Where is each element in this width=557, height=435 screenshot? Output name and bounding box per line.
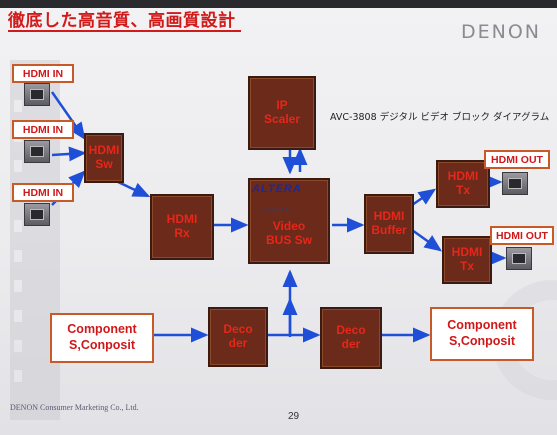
slide-title: 徹底した高音質、高画質設計: [8, 11, 236, 31]
hdmi-tx-chip-2: HDMI Tx: [442, 236, 492, 284]
ip-scaler-chip: IP Scaler: [248, 76, 316, 150]
video-bus-sw-chip: Video BUS Sw: [248, 178, 330, 264]
decoder-chip-2: Deco der: [320, 307, 382, 369]
hdmi-out-label-1: HDMI OUT: [484, 150, 550, 169]
hdmi-in-label-3: HDMI IN: [12, 183, 74, 202]
hdmi-tx-chip-1: HDMI Tx: [436, 160, 490, 208]
hdmi-rx-chip: HDMI Rx: [150, 194, 214, 260]
hdmi-in-port-1: [24, 83, 50, 106]
top-strip: [0, 0, 557, 8]
hdmi-in-label-2: HDMI IN: [12, 120, 74, 139]
diagram-subtitle: AVC-3808 デジタル ビデオ ブロック ダイアグラム: [330, 112, 550, 123]
hdmi-in-port-3: [24, 203, 50, 226]
title-underline: [8, 30, 241, 32]
hdmi-sw-chip: HDMI Sw: [84, 133, 124, 183]
decoder-chip-1: Deco der: [208, 307, 268, 367]
hdmi-out-port-2: [506, 247, 532, 270]
altera-marking: ALTERA: [252, 183, 302, 195]
hdmi-in-port-2: [24, 140, 50, 163]
footer-company: DENON Consumer Marketing Co., Ltd.: [10, 403, 139, 412]
component-output-box: Component S,Conposit: [430, 307, 534, 361]
hdmi-out-port-1: [502, 172, 528, 195]
page-number: 29: [288, 411, 300, 422]
cyclone-marking: Cyclone II: [262, 208, 289, 214]
hdmi-in-label-1: HDMI IN: [12, 64, 74, 83]
component-input-box: Component S,Conposit: [50, 313, 154, 363]
denon-logo: DENON: [461, 21, 542, 43]
hdmi-buffer-chip: HDMI Buffer: [364, 194, 414, 254]
hdmi-out-label-2: HDMI OUT: [490, 226, 554, 245]
